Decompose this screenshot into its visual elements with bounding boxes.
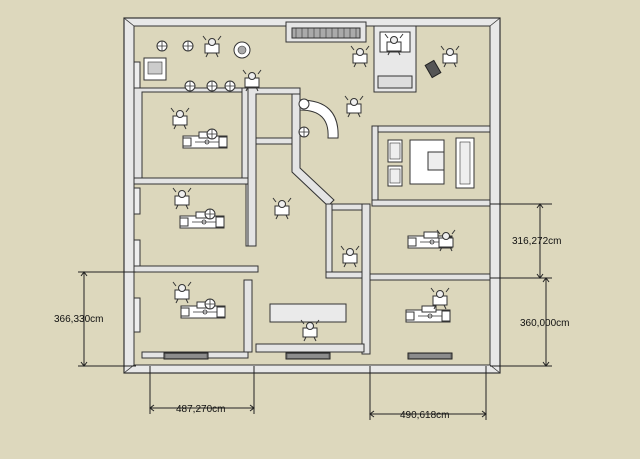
bottom-lounge (255, 303, 365, 353)
dimension-label-right-upper: 316,272cm (512, 236, 561, 247)
dimension-lines (78, 203, 552, 420)
sofa-icon (387, 137, 475, 189)
dimension-label-left: 366,330cm (54, 314, 103, 325)
dimension-label-bottom-right: 490,618cm (400, 410, 449, 421)
right-lounge-room (371, 125, 491, 207)
corridor-walls (247, 87, 371, 355)
right-room-middle (369, 273, 491, 281)
top-right-booth (373, 25, 417, 93)
window-icon (163, 352, 453, 360)
reception-desk-icon (298, 98, 339, 139)
dimension-label-bottom-left: 487,270cm (176, 404, 225, 415)
coffee-table-icon (424, 59, 442, 79)
top-window-icon (285, 21, 367, 43)
dimension-label-right-lower: 360,000cm (520, 318, 569, 329)
armchair-icon (143, 41, 251, 81)
